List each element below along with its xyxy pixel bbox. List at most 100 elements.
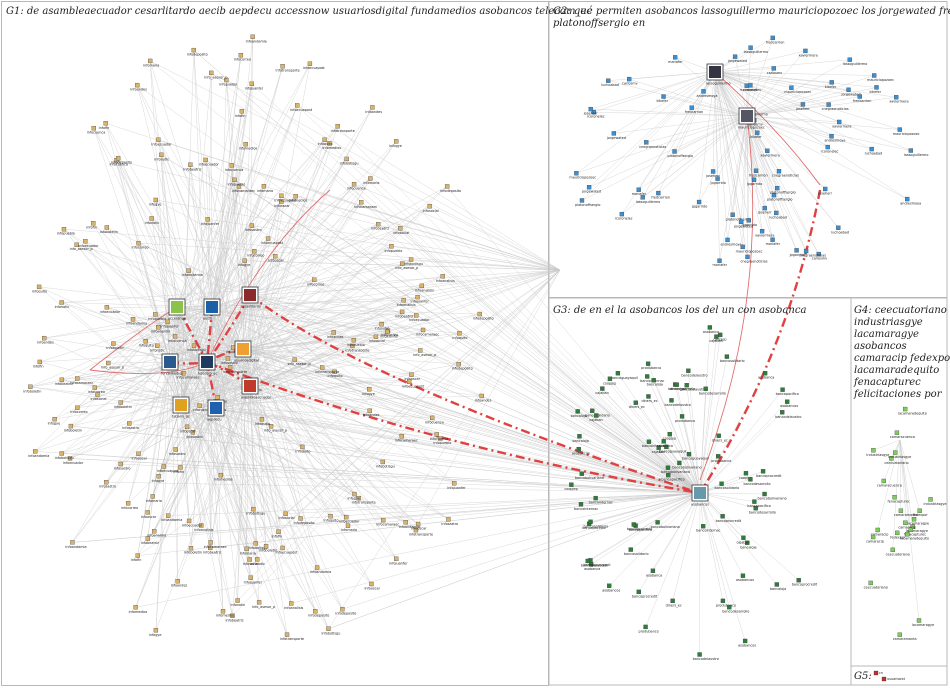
node-label: bancoprocredit	[756, 474, 782, 478]
node-label: mariafer	[668, 60, 683, 64]
node-label: bancobolivariano	[758, 497, 787, 501]
node-label: infoanalisis	[194, 528, 213, 532]
node-label: infocamaraec	[416, 333, 439, 337]
node-label: mariafer	[766, 242, 781, 246]
node-label: infobeatriz	[395, 314, 413, 318]
node-label: bancodesarrollo	[743, 482, 770, 486]
node-label: infogye	[362, 392, 375, 396]
node-label: info_asesor_p	[70, 247, 93, 251]
hub-label: mauriciopozoec	[738, 126, 765, 130]
node-label: infodeposito	[294, 521, 315, 525]
node-label: bancoguayaquil	[581, 563, 608, 567]
hub-label: lassoguillermo	[706, 82, 731, 86]
node-label: infodeposito	[187, 53, 208, 57]
node-label: asobancos	[602, 588, 620, 592]
node-label: infoquito	[139, 344, 154, 348]
node-label: infosocial	[423, 209, 439, 213]
node-label: infoandamia	[182, 273, 203, 277]
node-label: infoquito	[452, 336, 467, 340]
node-label: infotransporte	[315, 370, 339, 374]
node-label: infoecuapost	[290, 108, 313, 112]
node-label: luchoabad	[769, 215, 787, 219]
node-label: infopueblo	[57, 232, 75, 236]
node-label: produbanco	[641, 366, 661, 370]
node-label: coopjep	[603, 381, 616, 385]
node-label: ceecuatoriano	[864, 585, 888, 589]
hub-label: fundamedios	[161, 372, 183, 376]
bank-logo-icon: asobancos	[691, 485, 709, 507]
node-label: bancobolivariano	[651, 525, 680, 529]
hub-label: telecom_ec	[198, 372, 217, 376]
node-label: infomaria	[341, 528, 357, 532]
node-label: info_asesor_p	[413, 353, 436, 357]
node-label: bancaloja	[770, 587, 786, 591]
node-label: luchoabad	[865, 152, 883, 156]
node-label: jorgewated	[841, 92, 861, 96]
node-label: industriasgye	[888, 455, 911, 459]
node-label: infoandes	[327, 335, 344, 339]
node-label: infocamaraec	[376, 523, 399, 527]
node-label: infosastro	[99, 485, 116, 489]
node-label: asobanca	[657, 444, 673, 448]
node-label: infoecuapost	[303, 66, 326, 70]
node-label: luchoabad	[831, 230, 849, 234]
node-label: platonoffsergio	[575, 203, 601, 207]
node-label: infoandamia	[65, 545, 86, 549]
node-label: bancobolivariano	[575, 476, 604, 480]
group-label-g4-line: felicitaciones por	[853, 389, 943, 400]
hub-label: aecib	[203, 317, 212, 321]
node-label: bancobolivariano	[661, 470, 690, 474]
node-label: infocorreo	[247, 254, 264, 258]
node-label: bancoguayaquil	[611, 376, 638, 380]
node-label: cajaban	[709, 339, 722, 343]
node-label: infoecuador	[151, 142, 172, 146]
node-label: infoquito	[328, 374, 343, 378]
node-label: mauriciopozoec	[736, 249, 763, 253]
node-label: kikefer	[750, 135, 762, 139]
node-label: cnegraenoticias	[799, 254, 826, 258]
node-label: cnegraenoticias	[772, 174, 799, 178]
node-label: bancapacifico	[747, 504, 770, 508]
node-label: infosocial	[90, 397, 106, 401]
node-label: cn	[879, 671, 883, 675]
node-label: infocamaraec	[395, 439, 418, 443]
node-label: infojuanfer	[389, 561, 408, 565]
node-label: infofin	[271, 534, 282, 538]
node-label: luchoabad	[601, 83, 619, 87]
node-label: produbanco	[639, 629, 659, 633]
node-label: infobotlsgu	[321, 631, 340, 635]
node-label: bancobolivariano	[672, 465, 701, 469]
node-label: lacamaragye	[912, 623, 934, 627]
globe-logo-icon: telecom_ec	[198, 354, 217, 376]
node-label: infotransporte	[223, 370, 247, 374]
node-label: infobotlsgu	[404, 262, 423, 266]
group-label-g1: G1: de asambleaecuador cesarlitardo aeci…	[6, 6, 592, 17]
node-label: infoboletin	[64, 429, 82, 433]
graph-node: usuarioext	[882, 677, 906, 681]
node-label: info_asesor_p	[101, 366, 124, 370]
graph-node: cn	[874, 671, 883, 675]
node-label: infoandes	[171, 584, 188, 588]
node-label: infopueblo	[219, 83, 237, 87]
node-label: usuarioext	[887, 677, 906, 681]
group-label-g4-line: lacamaradequito	[854, 365, 939, 376]
node-label: bancodesarrollo	[699, 391, 726, 395]
node-label: infoandes	[475, 398, 492, 402]
node-label: infooscar	[131, 456, 147, 460]
node-label: xaviermera	[798, 53, 817, 57]
node-label: bancodesarrollo	[749, 511, 776, 515]
node-label: fredcarrion	[853, 99, 872, 103]
node-label: infoquito	[32, 289, 47, 293]
group-label-g4-line: camaracip fedexpor	[854, 353, 950, 364]
node-label: infomedios	[216, 614, 235, 618]
node-label: infoanalisis	[151, 330, 170, 334]
node-label: joseherr	[795, 107, 810, 111]
node-label: andresmoya	[824, 139, 845, 143]
node-label: infooscar	[180, 429, 196, 433]
node-label: andresmoya	[900, 202, 921, 206]
hub-label: usuariosdigital	[234, 359, 259, 363]
node-label: carlosmv	[622, 82, 637, 86]
node-label: cnegraenoticias	[741, 259, 768, 263]
node-label: infomedios	[322, 146, 341, 150]
node-label: ceecuatoriano	[884, 461, 908, 465]
